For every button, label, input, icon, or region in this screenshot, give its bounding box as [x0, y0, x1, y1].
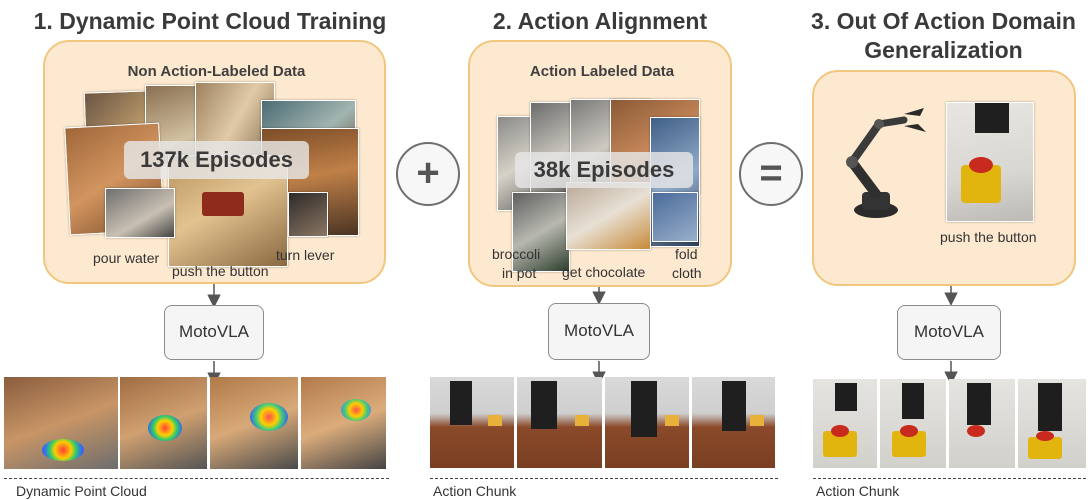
- action-chunk-frame: [1018, 379, 1086, 468]
- action-chunk-frame: [430, 377, 514, 468]
- non-action-labeled-panel: Non Action-Labeled Data 137k Episodes po…: [43, 40, 386, 284]
- target-object: [665, 415, 679, 426]
- robot-gripper: [631, 381, 657, 437]
- episode-count-badge: 38k Episodes: [515, 152, 693, 188]
- section-2-title: 2. Action Alignment: [492, 8, 708, 34]
- target-object: [575, 415, 589, 426]
- action-chunk-frame: [813, 379, 877, 468]
- action-chunk-frame: [880, 379, 946, 468]
- point-cloud-blob: [148, 415, 182, 441]
- section-1-title: 1. Dynamic Point Cloud Training: [33, 8, 387, 34]
- output-label-action-chunk: Action Chunk: [816, 483, 900, 499]
- dashed-divider: [430, 478, 778, 479]
- episode-photo: [566, 182, 651, 250]
- red-button: [967, 425, 985, 437]
- caption-fold: fold: [675, 246, 698, 262]
- episode-photo: [512, 192, 570, 272]
- dashed-divider: [4, 478, 389, 479]
- caption-turn-lever: turn lever: [276, 247, 335, 263]
- robot-gripper: [835, 383, 857, 411]
- point-cloud-frame: [120, 377, 207, 469]
- red-button: [969, 157, 993, 173]
- action-chunk-strip: [813, 379, 1086, 468]
- equals-operator-icon: =: [739, 142, 803, 206]
- red-button: [831, 425, 849, 437]
- section-3-title-line-2: Generalization: [864, 37, 1023, 63]
- robot-gripper: [450, 381, 472, 425]
- point-cloud-frame: [301, 377, 386, 469]
- red-button: [900, 425, 918, 437]
- episode-photo: [652, 192, 698, 242]
- point-cloud-strip: [4, 377, 386, 469]
- robot-gripper: [722, 381, 746, 431]
- caption-push-the-button: push the button: [940, 229, 1037, 245]
- output-label-point-cloud: Dynamic Point Cloud: [16, 483, 147, 499]
- panel-heading: Action Labeled Data: [529, 63, 675, 80]
- point-cloud-blob: [250, 403, 288, 431]
- caption-pour-water: pour water: [93, 250, 160, 266]
- point-cloud-frame: [210, 377, 298, 469]
- motovla-model-box: MotoVLA: [164, 305, 264, 360]
- generalization-panel: push the button: [812, 70, 1076, 286]
- motovla-model-box: MotoVLA: [548, 303, 650, 360]
- robot-gripper: [902, 383, 924, 419]
- red-button-object: [202, 192, 244, 216]
- robot-gripper: [531, 381, 557, 429]
- caption-push-the-button: push the button: [172, 263, 269, 279]
- action-chunk-strip: [430, 377, 775, 468]
- action-chunk-frame: [692, 377, 775, 468]
- robot-arm-icon: [846, 108, 926, 218]
- episode-photo: [288, 192, 328, 237]
- point-cloud-blob: [42, 439, 84, 461]
- button-box: [1028, 437, 1062, 459]
- output-label-action-chunk: Action Chunk: [433, 483, 517, 499]
- panel-heading: Non Action-Labeled Data: [127, 63, 306, 80]
- plus-operator-icon: +: [396, 142, 460, 206]
- target-scene-photo: [946, 102, 1034, 222]
- caption-get-chocolate: get chocolate: [562, 264, 646, 280]
- red-button: [1036, 431, 1054, 441]
- episode-count-badge: 137k Episodes: [124, 141, 309, 179]
- dashed-divider: [813, 478, 1086, 479]
- caption-broccoli: broccoli: [492, 246, 541, 262]
- episode-photo: [105, 188, 175, 238]
- target-object: [488, 415, 502, 426]
- robot-gripper: [967, 383, 991, 425]
- action-chunk-frame: [949, 379, 1015, 468]
- robot-gripper: [1038, 383, 1062, 431]
- section-3-title-line-1: 3. Out Of Action Domain: [811, 8, 1076, 34]
- action-chunk-frame: [605, 377, 689, 468]
- caption-cloth: cloth: [672, 265, 702, 281]
- target-object: [750, 415, 764, 426]
- caption-in-pot: in pot: [502, 265, 537, 281]
- point-cloud-frame: [4, 377, 118, 469]
- motovla-model-box: MotoVLA: [897, 305, 1001, 360]
- action-chunk-frame: [517, 377, 602, 468]
- point-cloud-blob: [341, 399, 371, 421]
- robot-gripper: [975, 103, 1009, 133]
- action-labeled-panel: Action Labeled Data 38k Episodes broccol…: [468, 40, 732, 287]
